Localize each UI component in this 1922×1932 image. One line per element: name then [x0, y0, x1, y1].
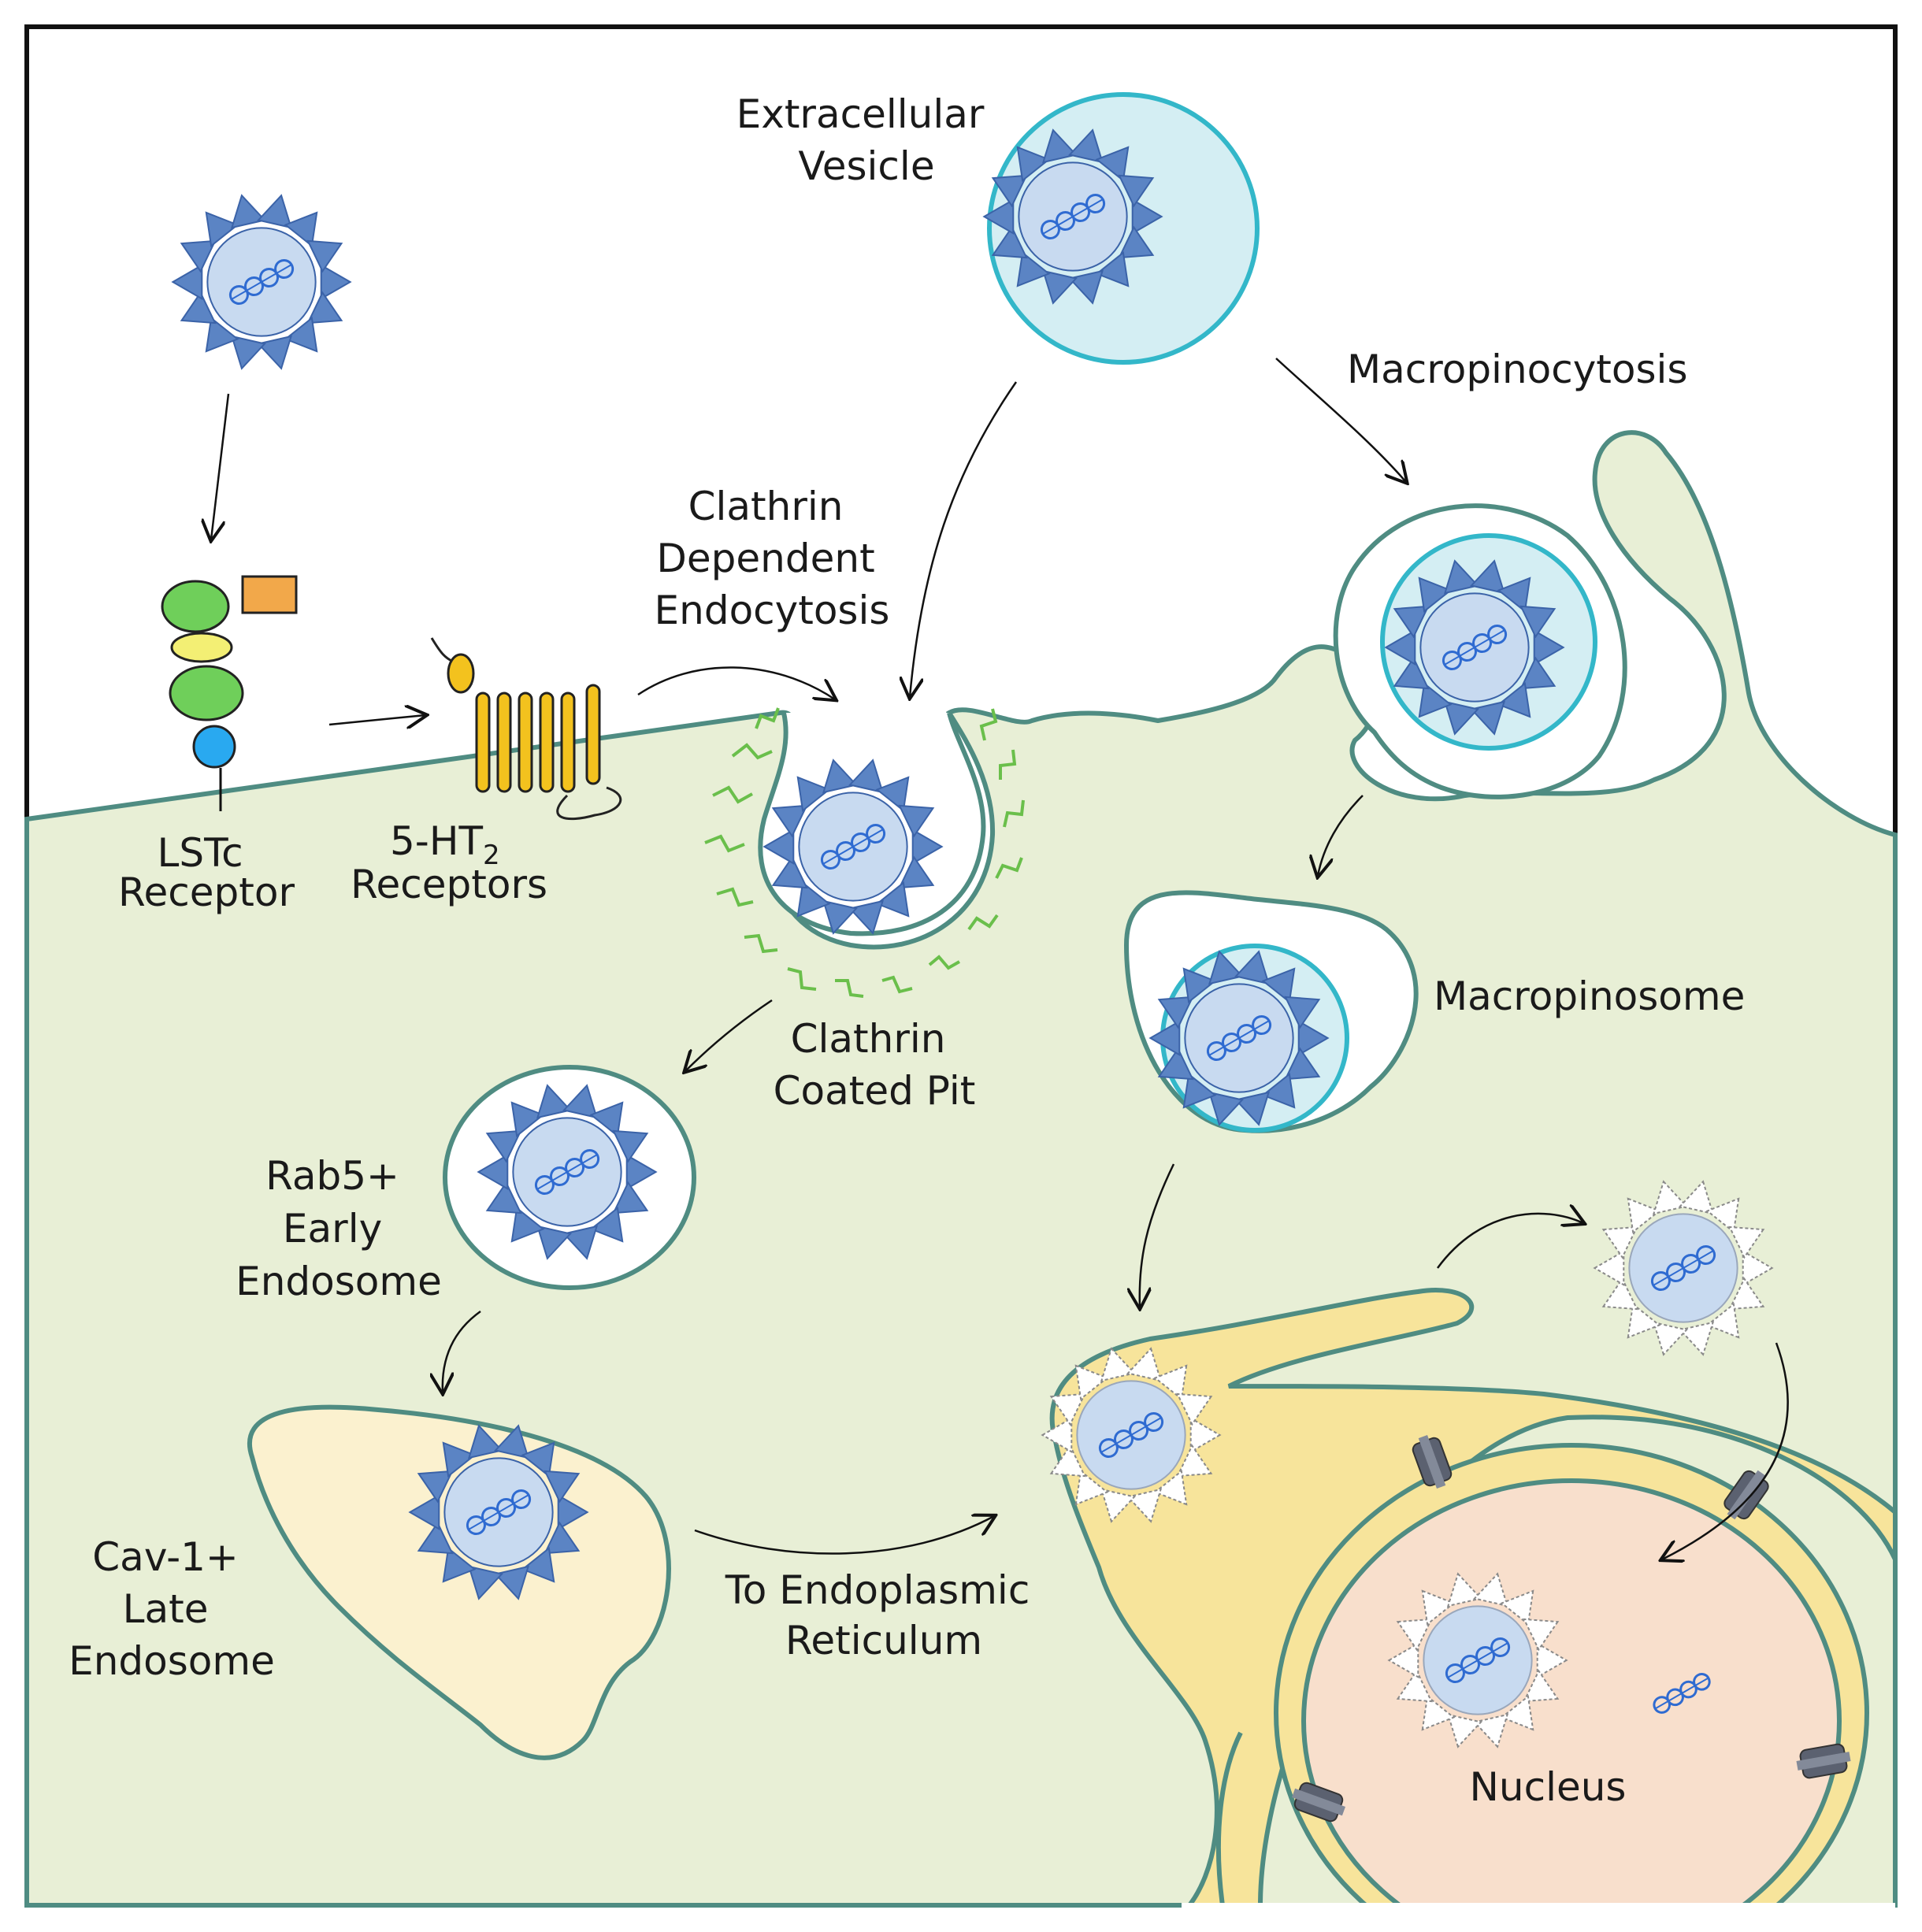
- label-extracellular-vesicle: Extracellular Vesicle: [737, 91, 997, 189]
- arrow-virus-to-lstc: [211, 393, 230, 540]
- er-tube-left: [1215, 1731, 1243, 1906]
- nucleus-bottom-clip: [1182, 1903, 1895, 1932]
- arrow-pit-to-early-endosome: [685, 999, 773, 1071]
- label-clathrin-coated-pit: Clathrin Coated Pit: [774, 1016, 976, 1114]
- nuclear-pore-4: [1796, 1743, 1851, 1779]
- virus-in-macropinocytosis-vesicle: [1384, 559, 1565, 736]
- label-rab5-early-endosome: Rab5+ Early Endosome: [236, 1153, 442, 1304]
- arrow-to-macropinosome: [1318, 795, 1364, 876]
- virus-free: [171, 194, 352, 370]
- label-5ht2-receptors: 5-HT2 Receptors: [351, 818, 547, 907]
- ht2-receptors: [430, 637, 622, 821]
- nuclear-pore-1: [1412, 1434, 1453, 1489]
- viral-dna-in-nucleus: [1653, 1673, 1711, 1714]
- label-clathrin-dependent-endocytosis: Clathrin Dependent Endocytosis: [655, 484, 890, 633]
- arrow-lstc-to-ht2: [328, 715, 425, 725]
- virus-uncoated-cytosol: [1593, 1180, 1774, 1356]
- virus-in-extracellular-vesicle: [982, 128, 1163, 305]
- arrow-early-to-late: [443, 1310, 481, 1392]
- virus-in-macropinosome: [1148, 950, 1330, 1126]
- arrow-ev-to-macropinocytosis: [1275, 358, 1406, 482]
- nucleus: [1301, 1478, 1842, 1932]
- arrow-er-to-cytosol: [1436, 1214, 1583, 1269]
- virus-in-clathrin-pit: [762, 758, 944, 935]
- virus-uncoated-in-nucleus: [1387, 1572, 1568, 1748]
- label-lstc-receptor: LSTc Receptor: [118, 830, 295, 915]
- pathway-arrows: [211, 358, 1789, 1559]
- virus-in-early-endosome: [477, 1084, 658, 1260]
- label-macropinosome: Macropinosome: [1434, 973, 1745, 1019]
- arrow-cytosol-to-nucleus: [1662, 1342, 1789, 1559]
- arrow-macropinosome-to-er: [1140, 1163, 1175, 1307]
- arrow-late-to-er: [694, 1516, 994, 1555]
- virus-particles: [171, 128, 1774, 1748]
- nuclear-pore-3: [1291, 1782, 1346, 1823]
- virus-in-late-endosome: [408, 1424, 589, 1600]
- lstc-receptor: [161, 575, 298, 811]
- nuclear-pore-2: [1723, 1470, 1769, 1520]
- arrow-ev-to-pit: [910, 381, 1018, 697]
- clathrin-coat: [704, 707, 1025, 998]
- virus-uncoated-in-er: [1041, 1347, 1222, 1523]
- label-cav1-late-endosome: Cav-1+ Late Endosome: [69, 1534, 275, 1684]
- arrow-ht2-to-pit: [637, 666, 835, 699]
- label-macropinocytosis: Macropinocytosis: [1347, 347, 1688, 392]
- label-to-endoplasmic-reticulum: To Endoplasmic Reticulum: [725, 1567, 1042, 1663]
- label-nucleus: Nucleus: [1470, 1764, 1627, 1810]
